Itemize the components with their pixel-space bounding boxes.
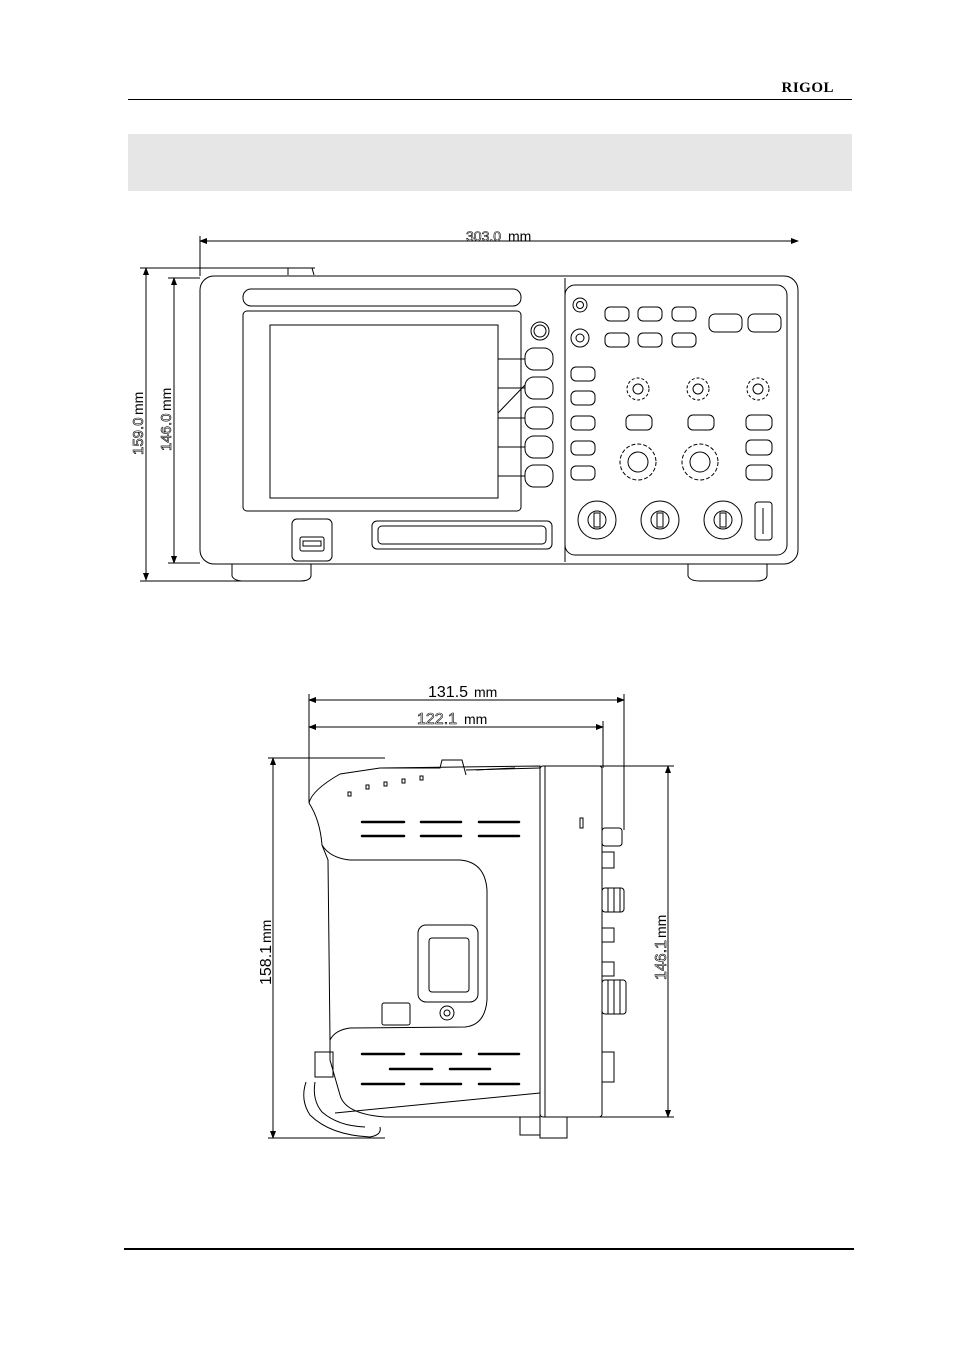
front-view-drawing [140,236,799,582]
front-body-outline [199,275,799,565]
height-left-value: 158.1 [258,945,275,985]
footer-rule [124,1248,854,1250]
height-inner-value: 146.0 [158,413,175,451]
depth-outer-unit: mm [474,684,497,700]
section-banner [128,134,852,191]
brand-logo: RIGOL [781,80,834,96]
display-bezel [242,310,522,512]
height-right-unit: mm [653,915,669,938]
depth-inner-value: 122.1 [417,711,457,728]
display-screen [269,324,499,499]
usb-port-outline [291,518,333,562]
side-view-drawing [268,694,674,1139]
height-left-unit: mm [258,920,274,943]
depth-inner-unit: mm [464,711,487,727]
width-unit: mm [508,228,531,244]
side-label-plate [417,924,479,1003]
height-right-value: 146.1 [653,940,670,980]
control-panel-outline [564,284,788,556]
side-front-panel [539,765,603,1118]
depth-outer-value: 131.5 [428,684,468,701]
height-outer-value: 159.0 [130,417,147,455]
height-inner-unit: mm [158,388,174,411]
side-body-outline [308,765,541,1118]
height-outer-unit: mm [130,392,146,415]
width-value: 303.0 [466,228,501,244]
header-rule [128,99,852,100]
